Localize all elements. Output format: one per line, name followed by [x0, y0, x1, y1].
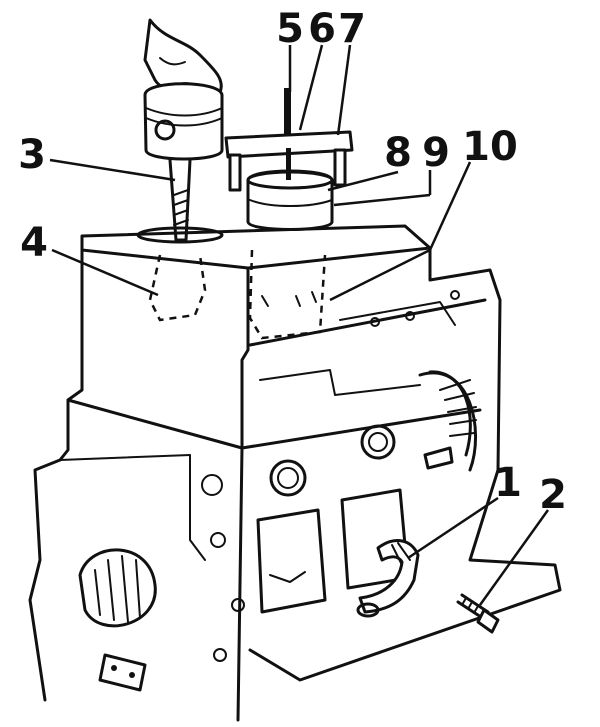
callout-7: 7	[338, 6, 366, 52]
callout-labels: 3 4 5 6 7 8 9 10 1 2	[18, 6, 567, 518]
callout-2: 2	[539, 472, 567, 518]
callout-9: 9	[422, 130, 450, 176]
callout-5: 5	[276, 6, 304, 52]
callout-3: 3	[18, 132, 46, 178]
bearing-cap	[356, 539, 420, 618]
callout-4: 4	[20, 220, 48, 266]
leader-lines	[49, 44, 550, 606]
piston-with-hand	[136, 18, 224, 244]
callout-1: 1	[494, 460, 522, 506]
callout-8: 8	[384, 130, 412, 176]
cap-bolt	[456, 593, 500, 634]
ring-compressor-tool	[224, 88, 354, 231]
engine-block	[28, 224, 562, 722]
callout-6: 6	[308, 6, 336, 52]
callout-10: 10	[462, 124, 518, 170]
